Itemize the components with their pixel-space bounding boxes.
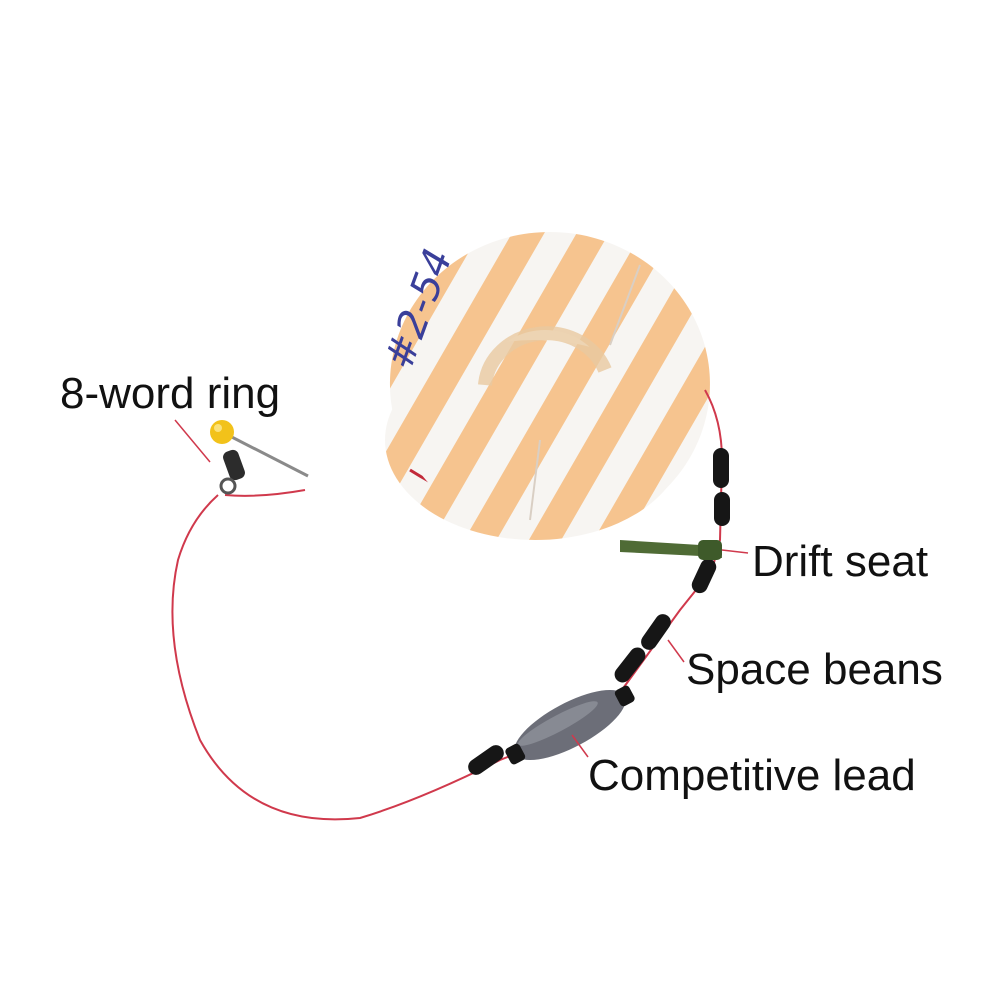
drift-seat — [620, 540, 722, 560]
label-space-beans: Space beans — [686, 645, 943, 694]
label-competitive-lead: Competitive lead — [588, 751, 916, 800]
space-beans — [468, 448, 730, 775]
swivel-ring — [210, 420, 309, 495]
foam-spool: #2-54 — [376, 232, 710, 536]
label-leaders — [174, 419, 749, 758]
competitive-lead — [505, 685, 635, 765]
label-8-word-ring: 8-word ring — [60, 369, 281, 418]
label-drift-seat: Drift seat — [752, 537, 929, 586]
